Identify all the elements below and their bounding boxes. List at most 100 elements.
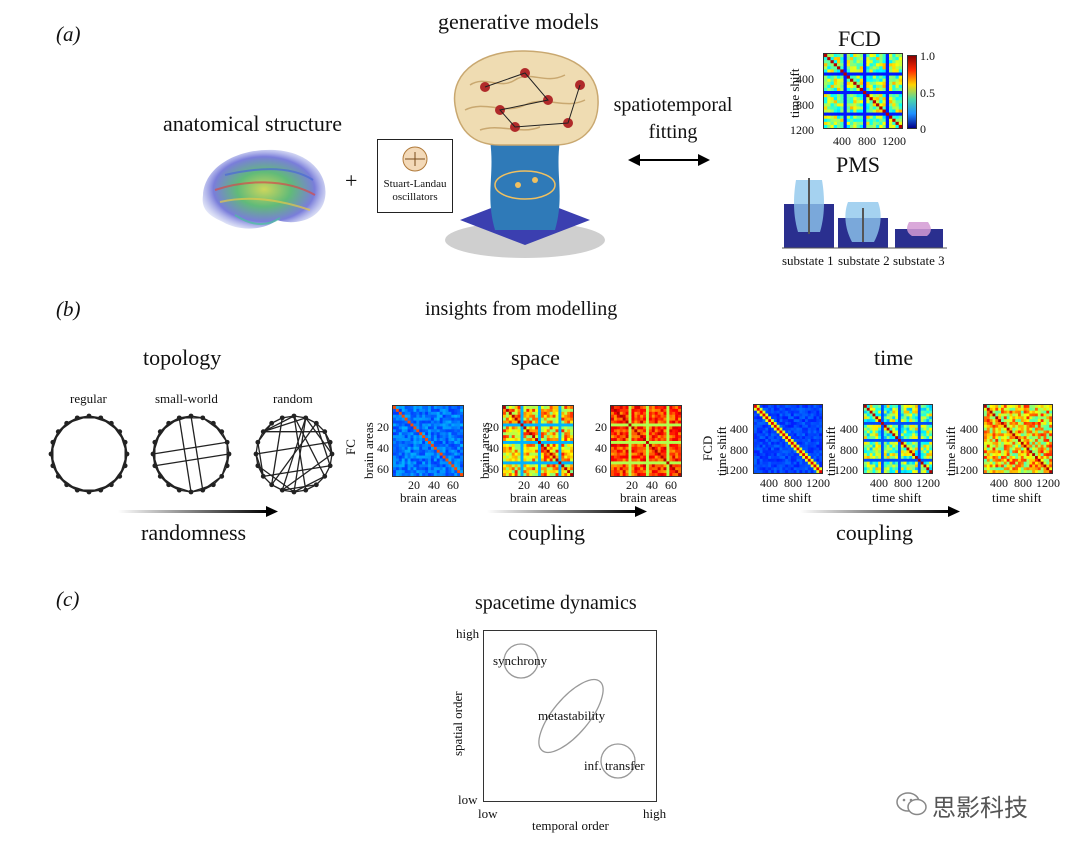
network-edge xyxy=(154,453,230,467)
network-edge xyxy=(262,415,295,433)
time-coupling-arrow xyxy=(800,506,960,517)
x-low-label: low xyxy=(478,806,498,821)
spatiotemporal-fitting-label: spatiotemporal fitting xyxy=(613,94,733,143)
network-node xyxy=(327,439,333,445)
network-edge xyxy=(271,422,317,486)
network-edge xyxy=(281,453,333,491)
fcd-xtick: 1200 xyxy=(882,134,906,148)
fc-ytick: 40 xyxy=(487,441,499,455)
brain-model-illustration xyxy=(445,50,605,258)
network-node xyxy=(74,415,80,421)
fcd-xtick: 400 xyxy=(870,476,888,490)
brain-areas-xlabel: brain areas xyxy=(400,490,457,505)
fc-ytick: 20 xyxy=(595,420,607,434)
fcd-xtick: 800 xyxy=(894,476,912,490)
time-coupling-label: coupling xyxy=(836,520,913,545)
heatmap-cells xyxy=(611,406,682,477)
oscillator-box: Stuart-Landau oscillators xyxy=(377,139,453,213)
fc-label: FC xyxy=(343,439,358,455)
plus-sign: + xyxy=(345,168,358,193)
network-edge xyxy=(315,423,331,466)
network-node xyxy=(48,451,54,457)
fc-xtick: 60 xyxy=(557,478,569,492)
network-node xyxy=(303,487,309,493)
network-node xyxy=(176,487,182,493)
fcd-ytick: 1200 xyxy=(724,463,748,477)
time-shift-xlabel: time shift xyxy=(762,490,812,505)
network-node xyxy=(260,473,266,479)
fc-xtick: 60 xyxy=(447,478,459,492)
panel-b-title: insights from modelling xyxy=(425,298,618,320)
network-node xyxy=(166,482,172,488)
network-node xyxy=(122,439,128,445)
fcd-ytick: 400 xyxy=(796,72,814,86)
y-high-label: high xyxy=(456,626,480,641)
heatmap-cells xyxy=(864,405,933,474)
network-node xyxy=(322,429,328,435)
fcd-ytick: 1200 xyxy=(834,463,858,477)
network-node xyxy=(98,415,104,421)
network-node xyxy=(255,463,261,469)
heatmap-cells xyxy=(393,406,464,477)
network-node xyxy=(226,451,232,457)
network-node xyxy=(210,420,216,426)
network-node xyxy=(279,487,285,493)
generative-models-title: generative models xyxy=(438,9,599,34)
network-node xyxy=(124,451,130,457)
fc-xtick: 40 xyxy=(428,478,440,492)
spatial-order-label: spatial order xyxy=(450,691,465,756)
spacetime-regions xyxy=(503,643,636,779)
pms-title: PMS xyxy=(836,152,881,177)
spacetime-plot-frame: synchrony metastability inf. transfer xyxy=(483,630,657,802)
network-node xyxy=(260,429,266,435)
network-node xyxy=(117,429,123,435)
randomness-arrow xyxy=(118,506,278,517)
network-edge xyxy=(257,442,264,477)
network-node xyxy=(253,451,259,457)
network-edge xyxy=(293,475,326,493)
fcd-xtick: 400 xyxy=(833,134,851,148)
fc-xtick: 40 xyxy=(646,478,658,492)
oscillator-label: Stuart-Landau oscillators xyxy=(383,178,447,203)
network-node xyxy=(150,451,156,457)
network-node xyxy=(255,439,261,445)
fcd-heatmap-mid xyxy=(863,404,933,474)
anatomical-structure-label: anatomical structure xyxy=(163,111,342,136)
network-edge xyxy=(190,415,204,491)
network-label: regular xyxy=(70,391,107,406)
network-node xyxy=(64,482,70,488)
heatmap-cells xyxy=(984,405,1053,474)
fcd-xtick: 800 xyxy=(858,134,876,148)
fc-xtick: 20 xyxy=(626,478,638,492)
pms-substate-label: substate 2 xyxy=(838,253,890,268)
fcd-ytick: 400 xyxy=(730,422,748,436)
network-label: random xyxy=(273,391,313,406)
panel-c-title: spacetime dynamics xyxy=(475,592,637,614)
fcd-heatmap-high xyxy=(983,404,1053,474)
network-node xyxy=(157,473,163,479)
y-low-label: low xyxy=(458,792,478,807)
time-shift-xlabel: time shift xyxy=(992,490,1042,505)
network-edge xyxy=(263,417,306,433)
regular-network xyxy=(48,413,130,495)
fcd-xtick: 800 xyxy=(784,476,802,490)
heatmap-cells xyxy=(824,54,903,129)
pms-substate-label: substate 3 xyxy=(893,253,945,268)
fc-ytick: 40 xyxy=(595,441,607,455)
space-coupling-label: coupling xyxy=(508,520,585,545)
network-node xyxy=(327,463,333,469)
time-title: time xyxy=(874,345,914,370)
watermark-text: 思影科技 xyxy=(932,794,1028,822)
heatmap-cells xyxy=(754,405,823,474)
fc-xtick: 40 xyxy=(538,478,550,492)
network-node xyxy=(224,439,230,445)
network-node xyxy=(157,429,163,435)
fcd-xtick: 400 xyxy=(990,476,1008,490)
x-high-label: high xyxy=(643,806,667,821)
fc-xtick: 20 xyxy=(518,478,530,492)
fcd-ytick: 800 xyxy=(960,443,978,457)
network-node xyxy=(108,482,114,488)
fcd-ytick: 800 xyxy=(796,98,814,112)
network-edge xyxy=(293,415,326,477)
fcd-xtick: 400 xyxy=(760,476,778,490)
